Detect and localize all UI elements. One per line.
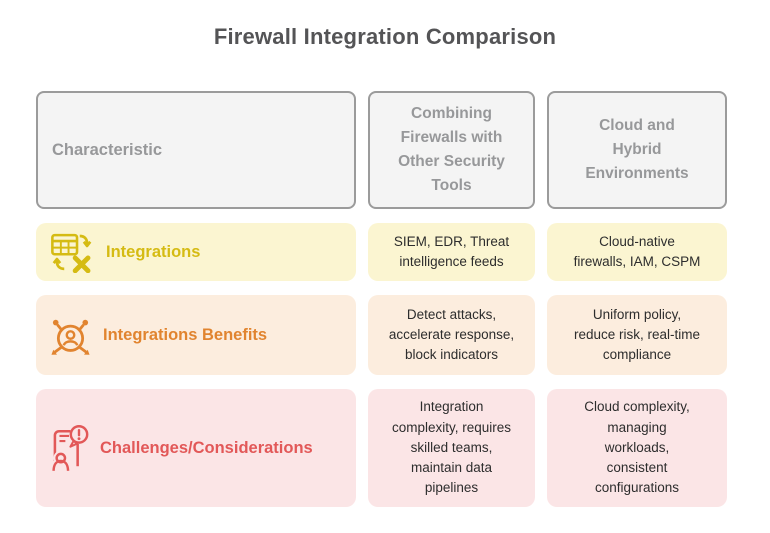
row-label-challenges: Challenges/Considerations [36, 389, 356, 507]
cell-benefits-tools: Detect attacks, accelerate response, blo… [368, 295, 535, 375]
header-characteristic: Characteristic [36, 91, 356, 209]
table-exchange-icon [51, 233, 92, 273]
cell-integrations-tools: SIEM, EDR, Threat intelligence feeds [368, 223, 535, 281]
person-alert-icon [50, 424, 89, 471]
page-title: Firewall Integration Comparison [213, 24, 557, 49]
cell-benefits-cloud: Uniform policy, reduce risk, real-time c… [547, 295, 727, 375]
comparison-table: Characteristic Combining Firewalls with … [36, 91, 727, 507]
cell-challenges-tools: Integration complexity, requires skilled… [368, 389, 535, 507]
row-label-text: Integrations Benefits [103, 325, 268, 344]
row-label-text: Challenges/Considerations [100, 438, 313, 457]
header-combining-firewalls: Combining Firewalls with Other Security … [368, 91, 535, 209]
row-label-text: Integrations [106, 242, 201, 261]
row-label-integrations-benefits: Integrations Benefits [36, 295, 356, 375]
cell-challenges-cloud: Cloud complexity, managing workloads, co… [547, 389, 727, 507]
row-label-integrations: Integrations [36, 223, 356, 281]
cell-integrations-cloud: Cloud-native firewalls, IAM, CSPM [547, 223, 727, 281]
person-network-icon [51, 319, 90, 355]
header-cloud-hybrid: Cloud and Hybrid Environments [547, 91, 727, 209]
